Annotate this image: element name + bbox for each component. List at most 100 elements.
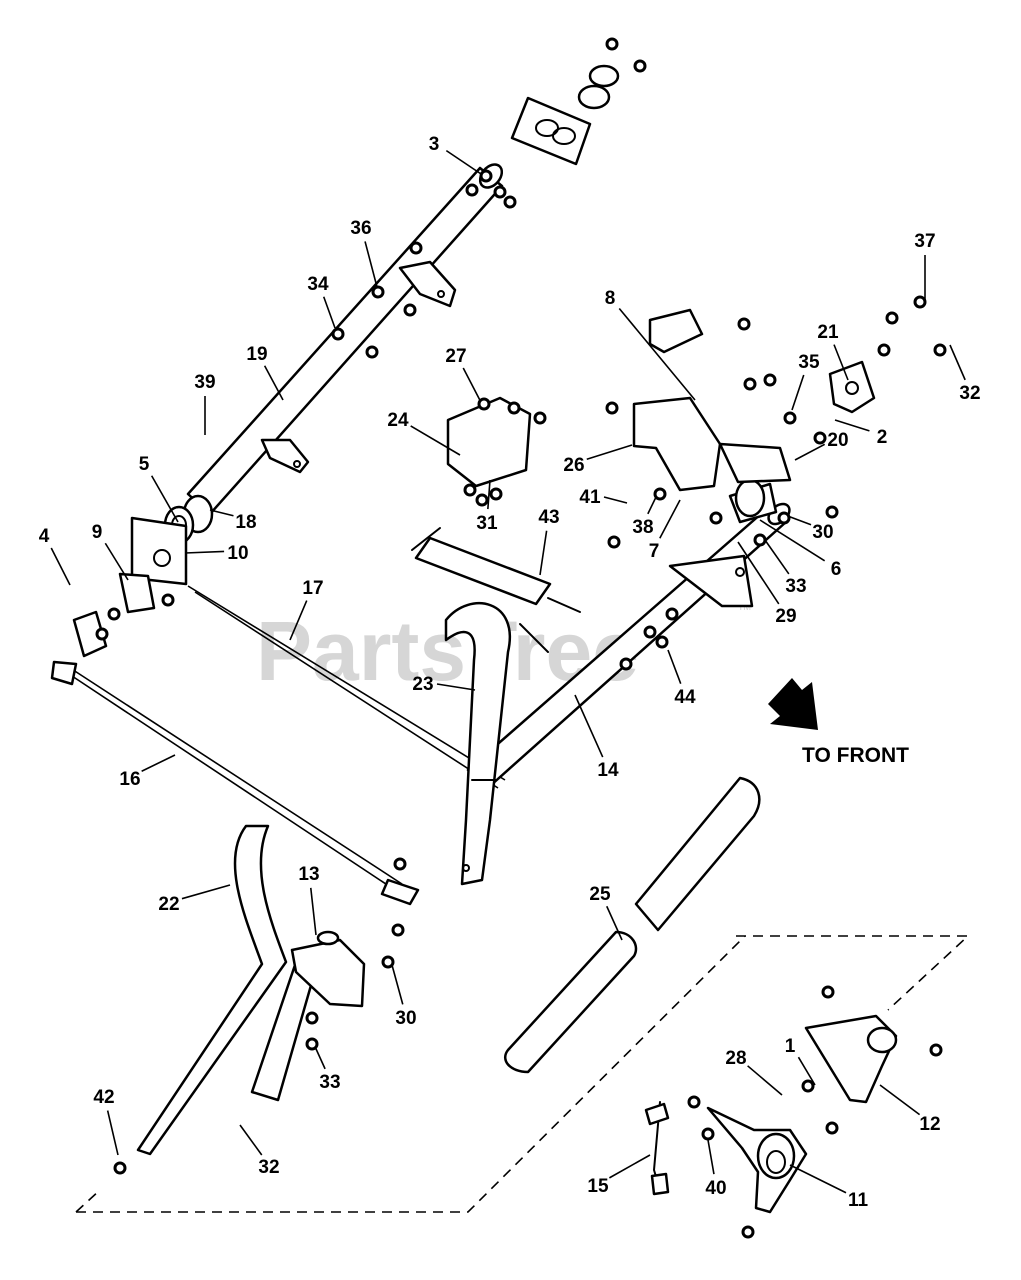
hardware-fastener (365, 345, 379, 359)
callout-label: 6 (831, 559, 842, 580)
callout-label: 17 (302, 578, 323, 599)
lift-rod-lower[interactable] (63, 663, 403, 885)
callout-label: 43 (538, 507, 559, 528)
callout-label: 8 (605, 288, 616, 309)
callout-30: 30 (391, 964, 417, 1029)
callout-36: 36 (350, 218, 378, 288)
left-mount-plate (130, 516, 188, 586)
callout-label: 11 (848, 1190, 869, 1211)
callout-leader (747, 1065, 783, 1096)
callout-label: 5 (139, 454, 150, 475)
callout-6: 6 (759, 519, 842, 580)
operator-handle[interactable] (136, 824, 288, 1156)
callout-leader (184, 550, 225, 554)
callout-39: 39 (194, 372, 216, 435)
upper-flange-bearing (577, 64, 620, 110)
hardware-fastener (665, 607, 679, 621)
callout-label: 32 (959, 383, 980, 404)
hardware-fastener (737, 317, 751, 331)
callout-leader (759, 519, 826, 562)
hardware-fastener (929, 1043, 943, 1057)
hardware-fastener (371, 285, 385, 299)
hardware-fastener (305, 1037, 319, 1051)
hardware-fastener (741, 1225, 755, 1239)
hardware-fastener (463, 483, 477, 497)
hardware-fastener (877, 343, 891, 357)
handle-mount-bracket (290, 938, 366, 1008)
hardware-fastener (409, 241, 423, 255)
callout-label: 18 (235, 512, 256, 533)
hardware-fastener (391, 923, 405, 937)
callout-13: 13 (298, 864, 320, 936)
callout-14: 14 (574, 694, 619, 781)
callout-label: 3 (429, 134, 440, 155)
callout-label: 32 (258, 1157, 279, 1178)
callout-38: 38 (632, 494, 658, 538)
callout-label: 33 (319, 1072, 340, 1093)
callout-16: 16 (119, 754, 176, 790)
callout-label: 15 (587, 1176, 609, 1197)
callout-label: 20 (827, 430, 848, 451)
callout-label: 30 (395, 1008, 416, 1029)
callout-leader (879, 1084, 921, 1116)
hardware-fastener (933, 343, 947, 357)
pivot-bracket (632, 396, 792, 492)
callout-leader (609, 1154, 651, 1179)
callout-leader (106, 1110, 119, 1156)
callout-leader (391, 964, 404, 1005)
callout-29: 29 (737, 541, 797, 627)
callout-24: 24 (387, 410, 461, 456)
callout-leader (181, 884, 231, 900)
callout-30: 30 (784, 514, 834, 543)
hardware-fastener (813, 431, 827, 445)
callout-12: 12 (879, 1084, 941, 1135)
gas-spring[interactable] (411, 527, 581, 653)
callout-leader (789, 1164, 847, 1194)
lift-handle[interactable] (444, 602, 512, 886)
rod-end-fitting (380, 878, 420, 906)
hardware-fastener (885, 311, 899, 325)
callout-label: 37 (914, 231, 935, 252)
hardware-fastener (605, 401, 619, 415)
callout-leader (150, 475, 179, 523)
callout-leader (263, 365, 284, 401)
callout-label: 39 (194, 372, 215, 393)
callout-4: 4 (39, 526, 71, 586)
callout-leader (50, 547, 71, 586)
hardware-fastener (821, 985, 835, 999)
center-bracket (446, 396, 532, 488)
callout-label: 9 (92, 522, 103, 543)
hardware-fastener (403, 303, 417, 317)
hardware-fastener (783, 411, 797, 425)
callout-21: 21 (817, 322, 849, 381)
hardware-fastener (701, 1127, 715, 1141)
callout-label: 31 (476, 513, 498, 534)
callout-leader (707, 1139, 715, 1175)
callout-label: 30 (812, 522, 833, 543)
callout-label: 10 (227, 543, 248, 564)
callout-41: 41 (579, 487, 628, 508)
hardware-fastener (479, 169, 493, 183)
hardware-fastener (633, 59, 647, 73)
hardware-fastener (507, 401, 521, 415)
callout-leader (309, 887, 317, 936)
callout-leader (239, 1124, 263, 1156)
callout-26: 26 (563, 444, 633, 476)
callout-leader (834, 419, 870, 432)
callout-22: 22 (158, 884, 231, 915)
callout-leader (539, 530, 548, 576)
callout-1: 1 (785, 1036, 816, 1086)
callout-label: 35 (798, 352, 820, 373)
hardware-fastener (619, 657, 633, 671)
callout-5: 5 (139, 454, 179, 523)
callout-leader (289, 600, 308, 641)
callout-label: 26 (563, 455, 584, 476)
lift-rod-upper[interactable] (187, 585, 506, 781)
grip-tube-upper (634, 776, 761, 932)
callout-label: 25 (589, 884, 611, 905)
hardware-layer (95, 37, 947, 1239)
callout-label: 36 (350, 218, 371, 239)
callout-leader (410, 425, 461, 456)
callout-leader (574, 694, 604, 758)
callout-15: 15 (587, 1154, 651, 1197)
